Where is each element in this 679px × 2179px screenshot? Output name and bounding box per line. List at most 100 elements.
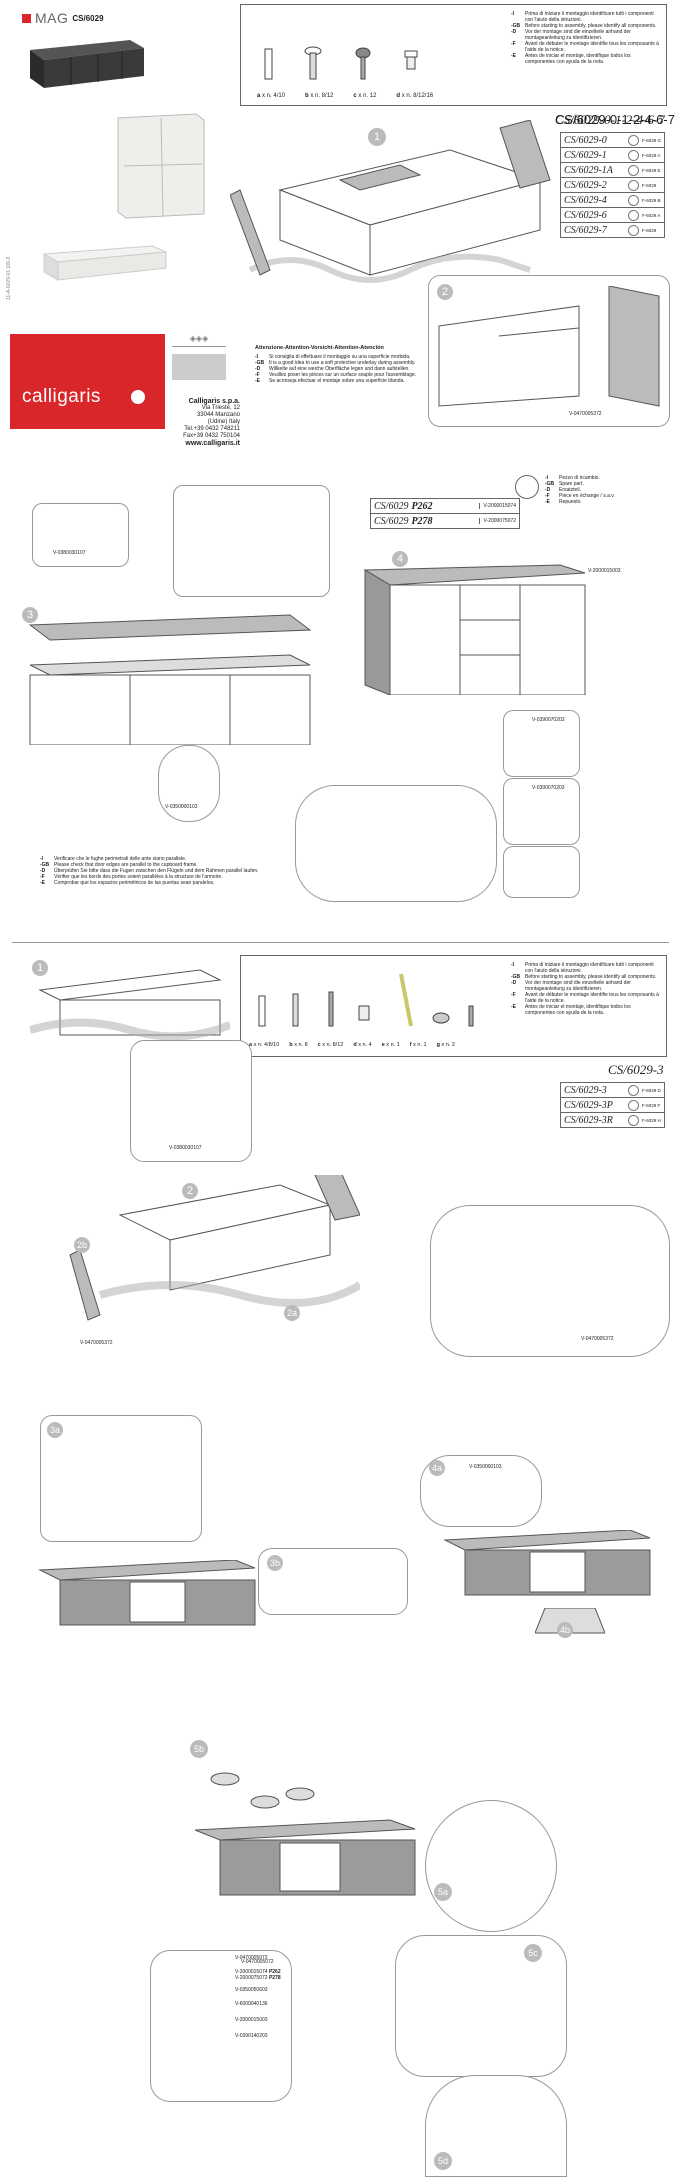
lang-code: -E [255,378,260,384]
step-3-badge: 3 [22,607,38,623]
hw-label-c: c x n. 8/12 [317,1042,344,1048]
detail-code: V-6000040136 [235,2001,268,2007]
lang-code: -I [511,962,515,968]
lang-code: -GB [511,974,521,980]
spare-part-icon [628,164,639,176]
hw-label-g: g x n. 2 [436,1042,455,1048]
detail-code: V-0390140203 [235,2033,268,2039]
step-2-badge: 2 [182,1183,198,1199]
part-code: V-0470005372 [569,411,602,417]
cert-badge-icon [172,354,226,380]
part-code: V-0380030107 [53,550,86,556]
detail-codes-list: V-0470005072 V-2000015074 P262 V-2000075… [235,1955,325,2039]
detail-code: V-0350050603 [235,1987,268,1993]
address-line: (Udine) Italy [207,419,240,425]
detail-code: V-2000075072 P278 [235,1975,281,1981]
step-3c-inset: V-0350000103 [158,745,220,822]
spare-part-icon [628,149,639,161]
hardware-items: a x n. 4/10 b x n. 8/12 c x n. 12 d x n.… [255,45,445,101]
lang-code: -D [40,868,46,874]
hinge-detail [295,785,497,902]
s3-detail-inset: V-0470005072 [150,1950,292,2102]
s3-step-5d-inset: 5d [425,2075,567,2177]
lang-code: -I [40,856,44,862]
attention-text: It is a good idea to use a soft protecti… [269,360,416,366]
hw-label-e: e x n. 1 [381,1042,400,1048]
notice-text: Before starting to assembly, please iden… [525,974,657,980]
step-4c-inset [503,846,580,898]
models-title-top-text: CS/6029-0-1-2-4-6-7 [555,112,665,127]
notice-text: Antes de iniciar el montaje, identifique… [525,53,631,65]
spare-text: Pièce en échange / s.a.v. [559,493,615,499]
notice-text: Vor der montage sind die einzelteile anh… [525,980,631,992]
models-title-mid: CS/6029-3 [608,1062,664,1077]
check-text: Comprobar que los espacios perimétricos … [54,880,215,886]
s3-step-5b-drawing: 5b [190,1740,320,1820]
lang-code: -E [511,1004,516,1010]
models-title-top: CS/6029-0-1-2-4-6-7 [555,112,675,127]
step-3-assembly-drawing: 3 [20,595,320,746]
step-3a-inset: V-0380030107 [32,503,129,567]
brand-header: MAG CS/6029 [22,10,104,26]
s2-step-4a-inset: 4a V-0350000103 [420,1455,542,1527]
lang-code: -GB [255,360,265,366]
spare-part-icon [628,224,639,236]
step-4-badge: 4 [392,551,408,567]
doc-code: 11-A-6029-01 (09-3 [6,256,12,300]
part-code: V-0350000103 [469,1464,502,1470]
spare-text: Pezzo di ricambio. [559,475,600,481]
company-logo: calligaris [22,386,101,407]
step-5b-badge: 5b [190,1740,208,1758]
s2-step-3a-inset: 3a [40,1415,202,1542]
product-image-white-cabinet [112,112,210,220]
s3-step-5a-inset: 5a [425,1800,557,1932]
notice-text: Vor der montage sind die einzelteile anh… [525,29,631,41]
calligaris-logo-block: calligaris [10,334,165,429]
s3-step-5c-inset: 5c [395,1935,567,2077]
lang-code: -GB [511,23,521,29]
spare-part-icon [628,209,639,221]
hardware-box-top: a x n. 4/10 b x n. 8/12 c x n. 12 d x n.… [240,4,667,106]
s3-cabinet-drawing [190,1815,420,1900]
address-line: Fax+39 0432 750104 [183,433,240,439]
hardware-parts-drawing [264,46,418,80]
lang-code: -E [40,880,45,886]
lang-code: -F [545,493,550,499]
website-link[interactable]: www.calligaris.it [185,440,240,447]
lang-code: -D [511,29,517,35]
part-code: V-0470005372 [80,1340,113,1346]
logo-mark-icon [131,390,145,404]
spare-text: Spare part. [559,481,584,487]
attention-text: Se aconseja efectuar el montaje sobre un… [269,378,405,384]
step-1-badge: 1 [32,960,48,976]
hw-label-b: b x n. 8 [289,1042,308,1048]
hw-label-a: a x n. 4/10 [257,93,286,99]
spare-text: Ersatzteil. [559,487,581,493]
company-full: Calligaris s.p.a. [188,398,240,405]
s2-step-4b-panel: 4b [534,1607,606,1638]
lang-code: -E [511,53,516,59]
hand-tool-icon [515,475,539,499]
s2-step-1-drawing: 1 [28,960,232,1041]
step-2a-badge: 2a [284,1305,300,1321]
step-3b-badge: 3b [267,1555,283,1571]
attention-title: Attenzione-Attention-Vorsicht-Attention-… [255,345,384,351]
notice-text: Avant de débuter le montage identifie to… [525,41,659,53]
lang-code: -F [40,874,45,880]
part-code: V-0390070203 [532,785,565,791]
hw-label-d: d x n. 8/12/16 [396,93,434,99]
hw-label-b: b x n. 8/12 [305,93,334,99]
notice-text: Before starting to assembly, please iden… [525,23,657,29]
company-info: Calligaris s.p.a. Via Trieste, 12 33044 … [170,398,240,447]
step-3a-badge: 3a [47,1422,63,1438]
product-image-low-tv-unit [40,238,170,286]
hw-label-f: f x n. 1 [409,1042,427,1048]
